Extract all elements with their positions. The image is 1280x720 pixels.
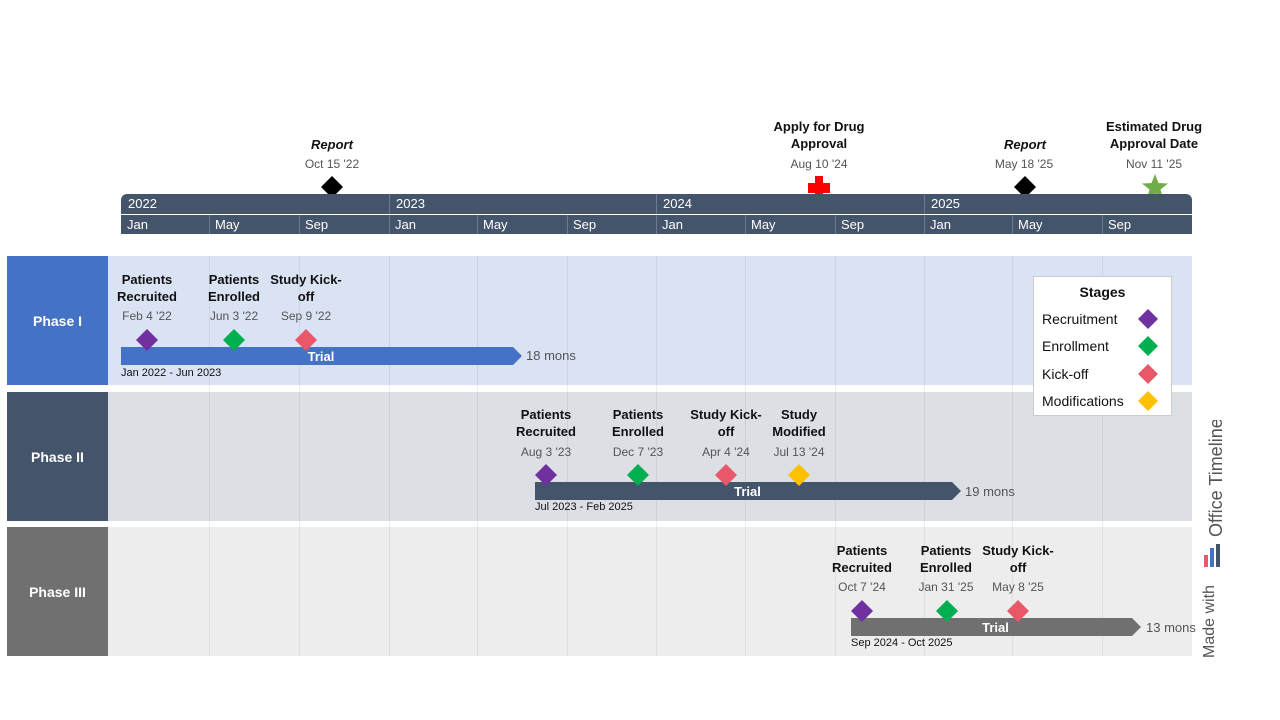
legend: Stages Recruitment Enrollment Kick-off M… [1033, 276, 1172, 416]
diamond-icon[interactable] [1006, 599, 1030, 623]
month-label: May [483, 217, 508, 232]
milestone-title: Study Kick-off [270, 272, 342, 304]
month-label: Jan [930, 217, 951, 232]
month-label: Jan [127, 217, 148, 232]
year-label: 2023 [396, 196, 425, 211]
duration-label: 19 mons [965, 484, 1015, 499]
milestone-date: Apr 4 '24 [702, 445, 750, 459]
milestone-date: May 18 '25 [994, 157, 1054, 171]
milestone-title: Estimated Drug Approval Date [1105, 119, 1203, 151]
legend-title: Stages [1079, 284, 1126, 300]
milestone-date: Oct 15 '22 [304, 157, 360, 171]
milestone-title: Study Modified [772, 407, 826, 439]
milestone-title: Report [311, 137, 353, 152]
range-label: Jul 2023 - Feb 2025 [535, 501, 633, 513]
month-label: Jan [395, 217, 416, 232]
milestone-date: Jun 3 '22 [209, 309, 259, 323]
diamond-icon[interactable] [222, 328, 246, 352]
diamond-icon[interactable] [1013, 175, 1037, 199]
milestone-title: Patients Recruited [832, 543, 892, 575]
diamond-icon [1138, 391, 1158, 411]
legend-item-label: Enrollment [1042, 338, 1109, 354]
legend-item-label: Recruitment [1042, 311, 1118, 327]
milestone-title: Report [1004, 137, 1046, 152]
milestone-date: Sep 9 '22 [280, 309, 332, 323]
milestone-date: Aug 10 '24 [790, 157, 848, 171]
milestone-date: Jul 13 '24 [773, 445, 825, 459]
month-label: Sep [1108, 217, 1132, 232]
range-label: Jan 2022 - Jun 2023 [121, 367, 222, 379]
phase-label: Phase I [7, 256, 108, 385]
duration-label: 18 mons [526, 348, 576, 363]
month-label: May [1018, 217, 1043, 232]
phase-label: Phase III [7, 527, 108, 656]
month-label: Sep [305, 217, 329, 232]
product-text: Office Timeline [1206, 420, 1226, 537]
milestone-date: Jan 31 '25 [918, 580, 974, 594]
month-label: Sep [573, 217, 597, 232]
diamond-icon[interactable] [850, 599, 874, 623]
milestone-date: Nov 11 '25 [1125, 157, 1183, 171]
task-bar[interactable] [851, 618, 1142, 636]
milestone-title: Patients Recruited [516, 407, 576, 439]
legend-item-label: Kick-off [1042, 366, 1089, 382]
timescale-years: 2022 2023 2024 2025 [121, 194, 1192, 214]
diamond-icon[interactable] [787, 463, 811, 487]
made-with-text: Made with [1201, 585, 1218, 658]
year-label: 2025 [931, 196, 960, 211]
milestone-title: Patients Enrolled [611, 407, 664, 439]
milestone-title: Patients Recruited [117, 272, 177, 304]
office-timeline-logo-icon [1204, 544, 1220, 567]
month-label: May [215, 217, 240, 232]
year-label: 2022 [128, 196, 157, 211]
diamond-icon[interactable] [626, 463, 650, 487]
duration-label: 13 mons [1146, 620, 1196, 635]
legend-item-label: Modifications [1042, 393, 1124, 409]
year-label: 2024 [663, 196, 692, 211]
task-bar[interactable] [535, 482, 962, 500]
diamond-icon [1138, 309, 1158, 329]
diamond-icon[interactable] [534, 463, 558, 487]
month-label: Jan [662, 217, 683, 232]
timescale-months: Jan May Sep Jan May Sep Jan May Sep Jan … [121, 215, 1192, 234]
task-label: Trial [307, 349, 335, 364]
milestone-date: May 8 '25 [992, 580, 1044, 594]
milestone-title: Apply for Drug Approval [773, 119, 865, 151]
milestone-date: Aug 3 '23 [520, 445, 572, 459]
phase-label: Phase II [7, 392, 108, 521]
milestone-title: Patients Enrolled [919, 543, 972, 575]
star-icon[interactable] [1141, 173, 1169, 201]
task-label: Trial [734, 484, 761, 499]
made-with-branding[interactable]: Made with Office Timeline [1180, 420, 1240, 660]
diamond-icon [1138, 364, 1158, 384]
diamond-icon [1138, 336, 1158, 356]
diamond-icon[interactable] [294, 328, 318, 352]
milestone-title: Study Kick-off [690, 407, 762, 439]
medical-cross-icon[interactable] [807, 175, 831, 201]
milestone-date: Feb 4 '22 [122, 309, 172, 323]
diamond-icon[interactable] [714, 463, 738, 487]
month-label: May [751, 217, 776, 232]
month-label: Sep [841, 217, 865, 232]
diamond-icon[interactable] [135, 328, 159, 352]
diamond-icon[interactable] [935, 599, 959, 623]
diamond-icon[interactable] [320, 175, 344, 199]
milestone-title: Study Kick-off [982, 543, 1054, 575]
range-label: Sep 2024 - Oct 2025 [851, 637, 953, 649]
milestone-title: Patients Enrolled [207, 272, 260, 304]
task-bar[interactable] [121, 347, 523, 365]
task-label: Trial [982, 620, 1009, 635]
milestone-date: Dec 7 '23 [612, 445, 664, 459]
milestone-date: Oct 7 '24 [838, 580, 886, 594]
